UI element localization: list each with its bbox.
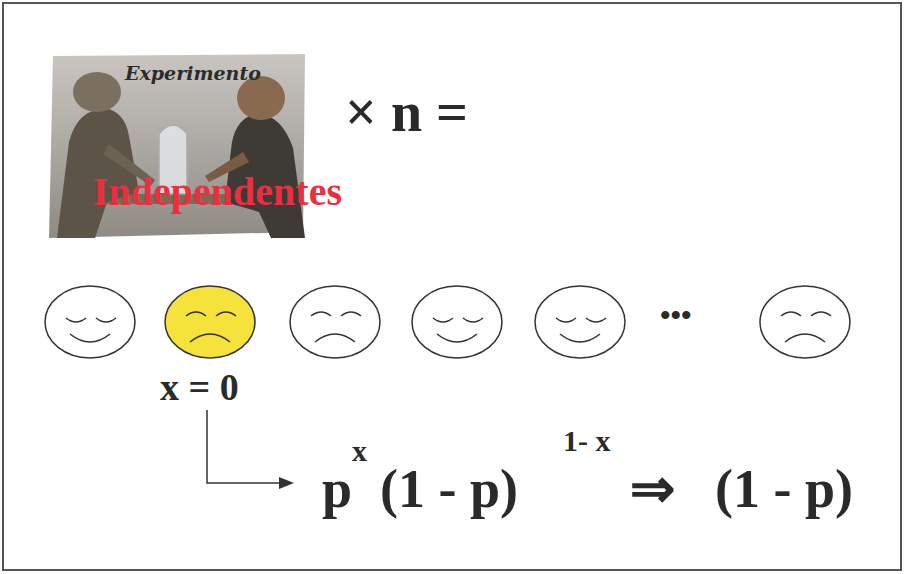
implies-symbol: ⇒ <box>630 462 675 516</box>
smile-face <box>412 286 502 358</box>
variable-value: x = 0 <box>160 368 239 406</box>
photo-title: Independentes <box>93 172 342 212</box>
formula-exponent: x <box>352 436 367 466</box>
photo-caption: Experimento <box>125 64 261 83</box>
sad-face-highlighted <box>165 286 255 358</box>
multiplier-text: × n = <box>345 84 468 140</box>
smile-face <box>535 286 625 358</box>
pointer-arrow <box>207 410 294 489</box>
formula-base: p <box>322 462 352 516</box>
ellipsis-dots: ••• <box>660 300 692 330</box>
smile-face <box>45 286 135 358</box>
formula-term: (1 - p) <box>380 462 518 516</box>
formula-exponent: 1- x <box>563 426 611 456</box>
frame <box>3 3 901 570</box>
sad-face <box>290 286 380 358</box>
faces <box>45 286 850 358</box>
experiment-photo: ExperimentoIndependentes <box>47 52 412 242</box>
formula-result: (1 - p) <box>715 462 853 516</box>
left-creature-head <box>73 72 121 112</box>
sad-face <box>760 286 850 358</box>
